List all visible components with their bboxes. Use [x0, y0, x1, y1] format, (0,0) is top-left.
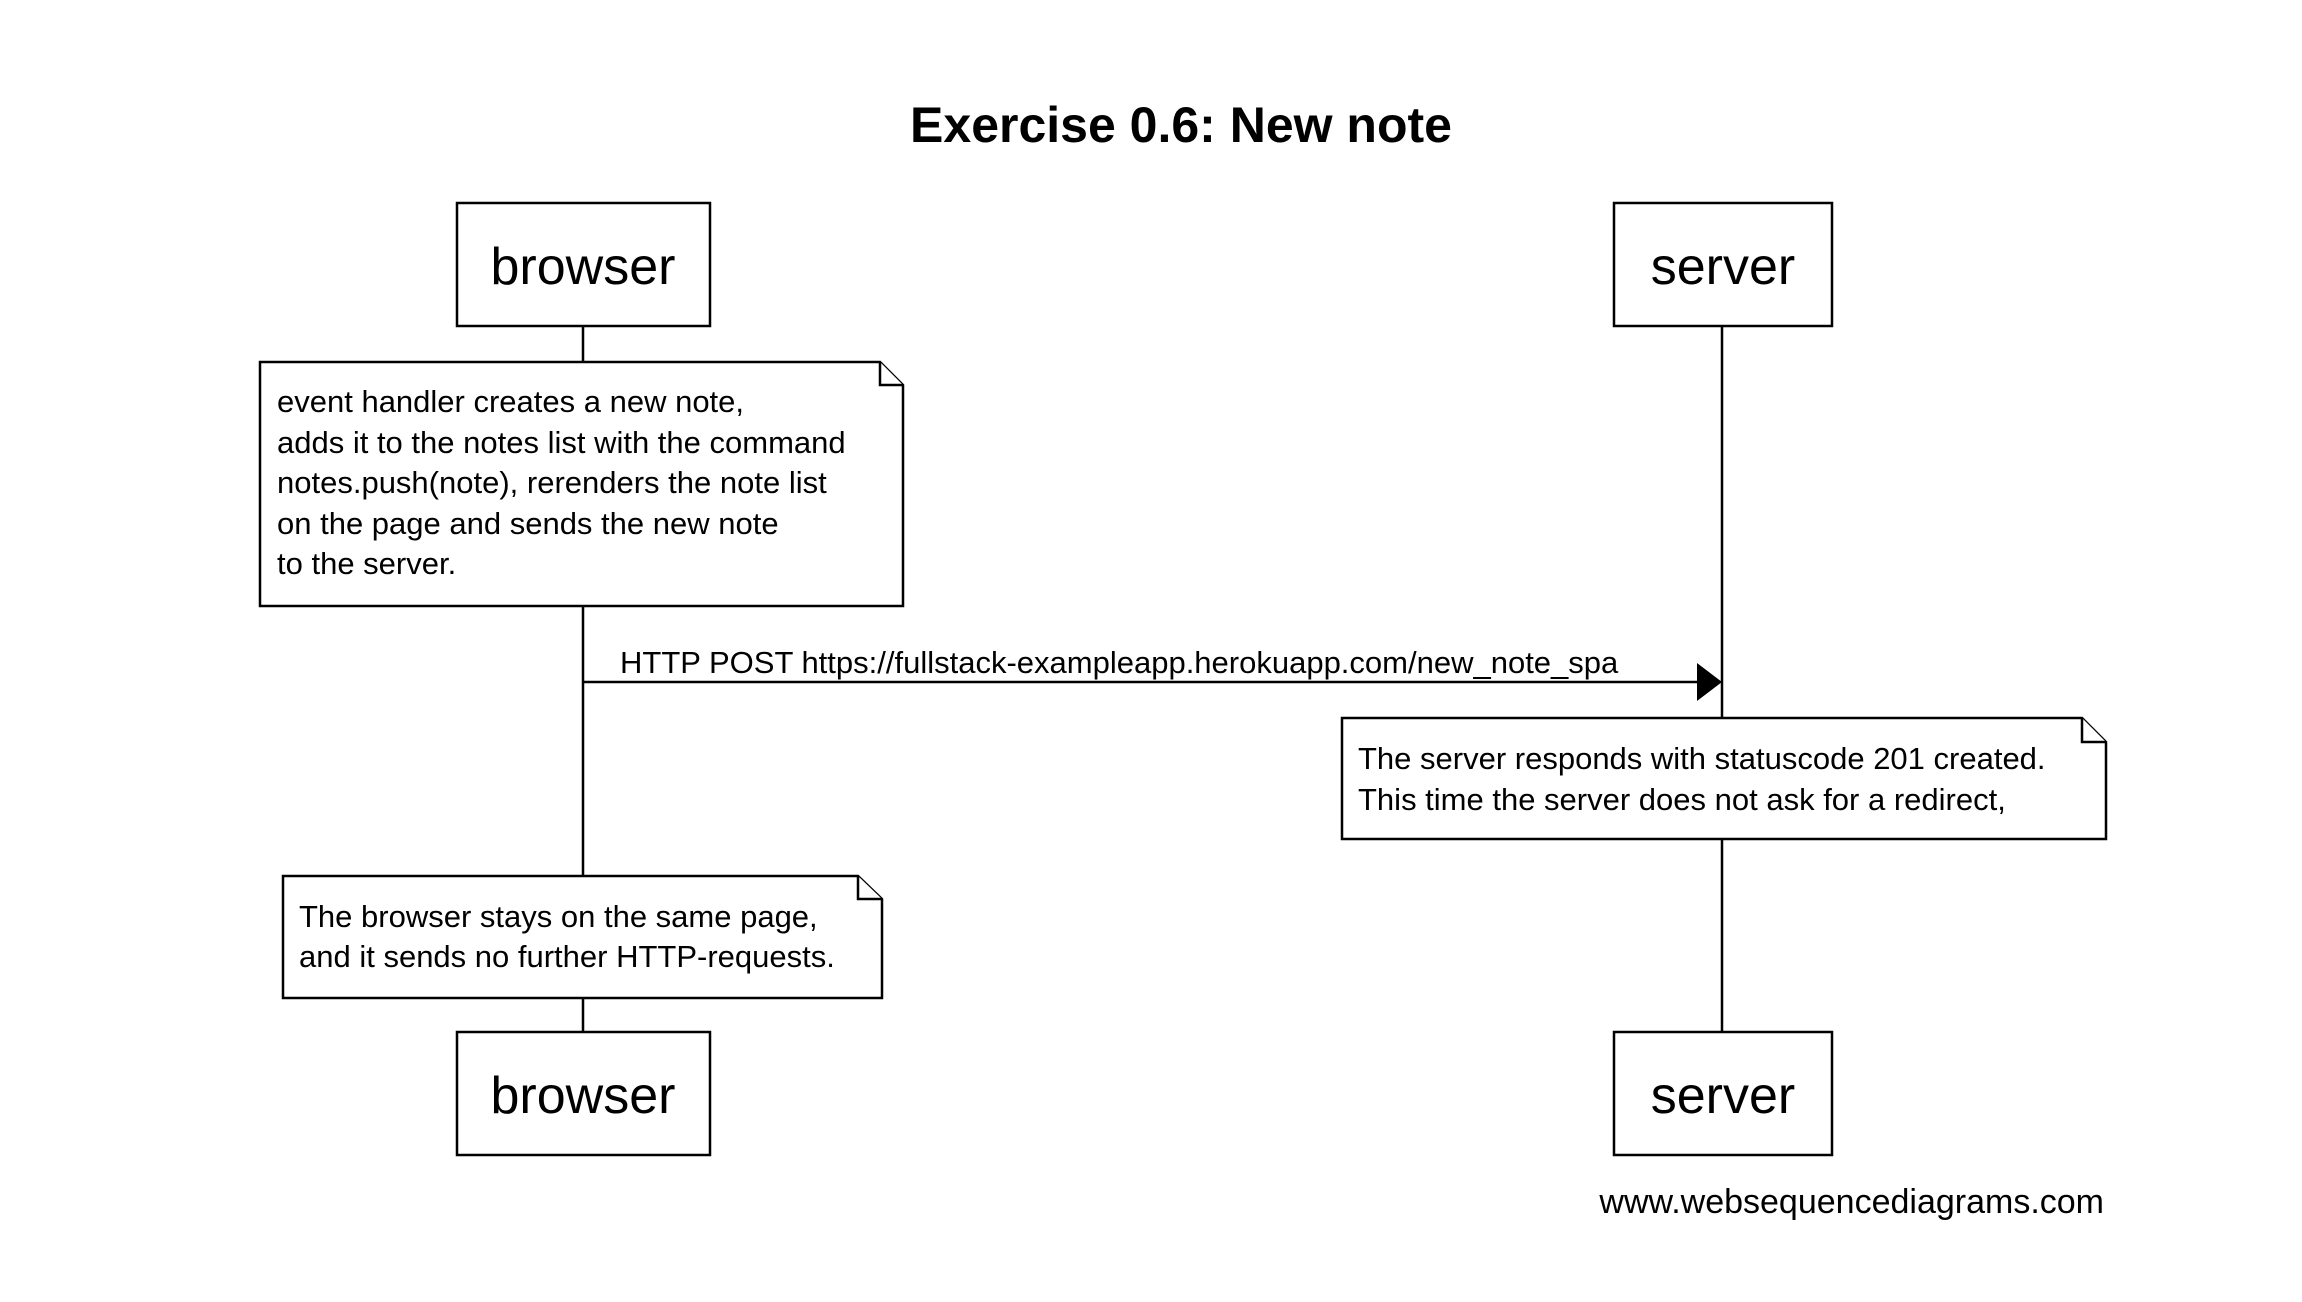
server-participant-label: server [1651, 238, 1795, 296]
note-browser-stays: The browser stays on the same page, and … [281, 874, 884, 1000]
note-line: The browser stays on the same page, [299, 899, 818, 934]
note-line: and it sends no further HTTP-requests. [299, 939, 835, 974]
browser-participant-label: browser [491, 238, 676, 296]
note-line: adds it to the notes list with the comma… [277, 425, 846, 460]
note-server-response: The server responds with statuscode 201 … [1340, 716, 2108, 841]
browser-participant-bottom: browser [455, 1030, 712, 1157]
note-line: to the server. [277, 546, 456, 581]
diagram-title: Exercise 0.6: New note [910, 97, 1452, 153]
note-line: on the page and sends the new note [277, 506, 779, 541]
server-participant-label: server [1651, 1067, 1795, 1125]
browser-participant-label: browser [491, 1067, 676, 1125]
note-browser-event: event handler creates a new note, adds i… [258, 360, 905, 608]
arrowhead-icon [1697, 663, 1722, 701]
note-line: event handler creates a new note, [277, 384, 744, 419]
server-participant-top: server [1612, 201, 1834, 328]
server-participant-bottom: server [1612, 1030, 1834, 1157]
browser-participant-top: browser [455, 201, 712, 328]
message-http-post: HTTP POST https://fullstack-exampleapp.h… [583, 645, 1722, 701]
message-label: HTTP POST https://fullstack-exampleapp.h… [620, 645, 1619, 680]
note-line: This time the server does not ask for a … [1358, 782, 2006, 817]
watermark-link[interactable]: www.websequencediagrams.com [1598, 1183, 2104, 1221]
note-line: notes.push(note), rerenders the note lis… [277, 465, 827, 500]
note-line: The server responds with statuscode 201 … [1358, 741, 2046, 776]
